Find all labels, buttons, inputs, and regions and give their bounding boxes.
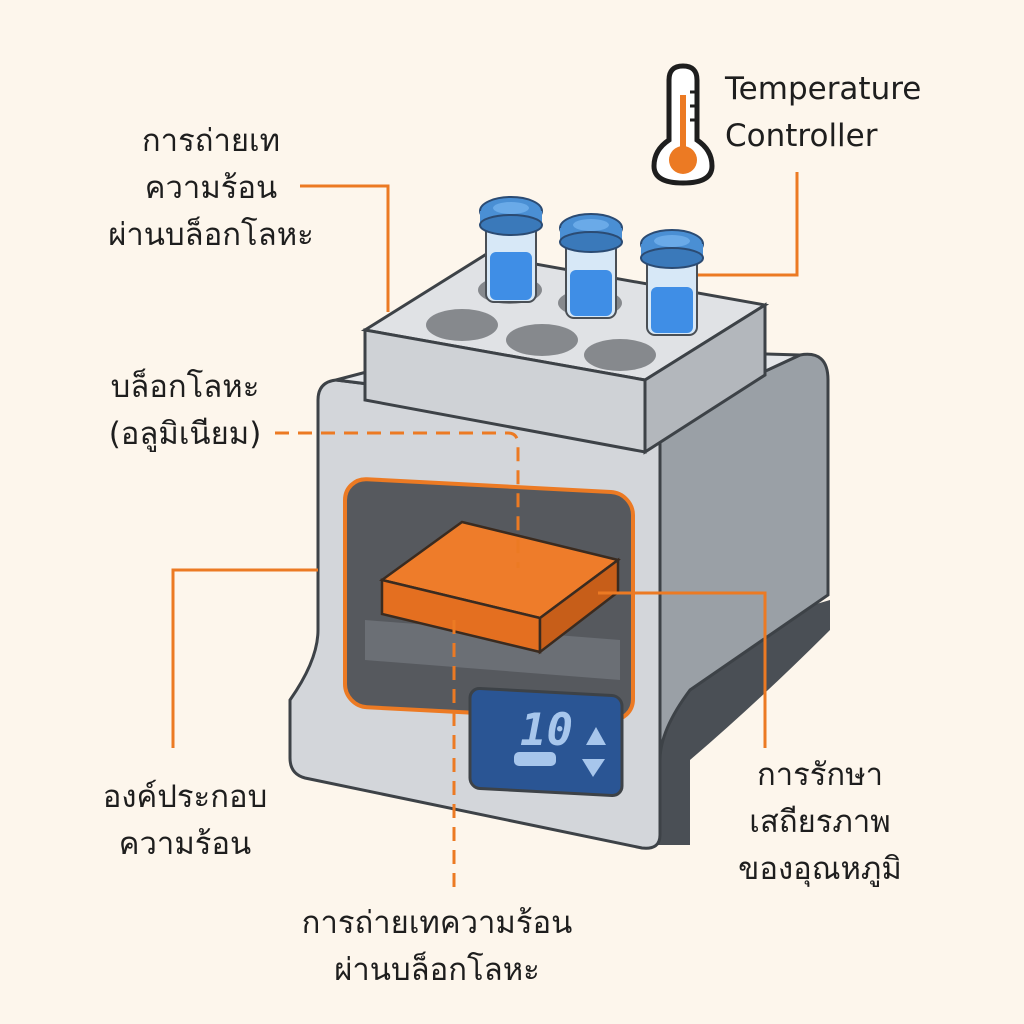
label-line: ความร้อน: [118, 826, 252, 862]
leader-heating-element: [171, 568, 318, 748]
test-tube-2: [559, 213, 623, 319]
label-heating-element: องค์ประกอบ ความร้อน: [80, 774, 290, 868]
thermometer-icon: [651, 63, 715, 186]
label-line: การรักษา: [756, 757, 884, 793]
well: [426, 309, 498, 341]
label-line: องค์ประกอบ: [102, 779, 268, 815]
up-arrow-icon: [586, 727, 606, 745]
label-line: Temperature: [725, 71, 922, 107]
label-line: เสถียรภาพ: [749, 804, 891, 840]
label-line: บล็อกโลหะ: [110, 369, 260, 405]
down-arrow-icon: [582, 759, 605, 777]
label-heat-transfer-top: การถ่ายเท ความร้อน ผ่านบล็อกโลหะ: [80, 118, 342, 259]
display-bar: [514, 752, 556, 766]
leader-temperature-stability: [598, 591, 767, 748]
housing-right-side: [658, 352, 830, 761]
label-heat-transfer-bottom: การถ่ายเทความร้อน ผ่านบล็อกโลหะ: [282, 900, 592, 994]
control-panel: 10: [468, 687, 624, 797]
label-line: ผ่านบล็อกโลหะ: [108, 217, 314, 253]
leader-temperature-controller: [698, 172, 799, 277]
label-line: ผ่านบล็อกโลหะ: [334, 952, 540, 988]
leader-metal-block: [275, 431, 520, 568]
label-line: การถ่ายเท: [141, 123, 281, 159]
label-line: การถ่ายเทความร้อน: [301, 905, 573, 941]
test-tube-3: [640, 229, 704, 336]
display-screen: [468, 687, 624, 797]
tube-block-side: [643, 302, 767, 455]
well: [584, 339, 656, 371]
display-readout: 10: [520, 705, 573, 756]
test-tube-1: [479, 196, 543, 303]
label-temperature-controller: Temperature Controller: [725, 66, 921, 160]
well: [506, 324, 578, 356]
label-line: ความร้อน: [144, 170, 278, 206]
label-metal-block: บล็อกโลหะ (อลูมิเนียม): [90, 364, 280, 458]
leader-heat-transfer-top: [300, 184, 390, 312]
label-temperature-stability: การรักษา เสถียรภาพ ของอุณหภูมิ: [720, 752, 920, 893]
label-line: (อลูมิเนียม): [108, 416, 262, 452]
label-line: Controller: [725, 118, 878, 154]
label-line: ของอุณหภูมิ: [738, 851, 902, 887]
